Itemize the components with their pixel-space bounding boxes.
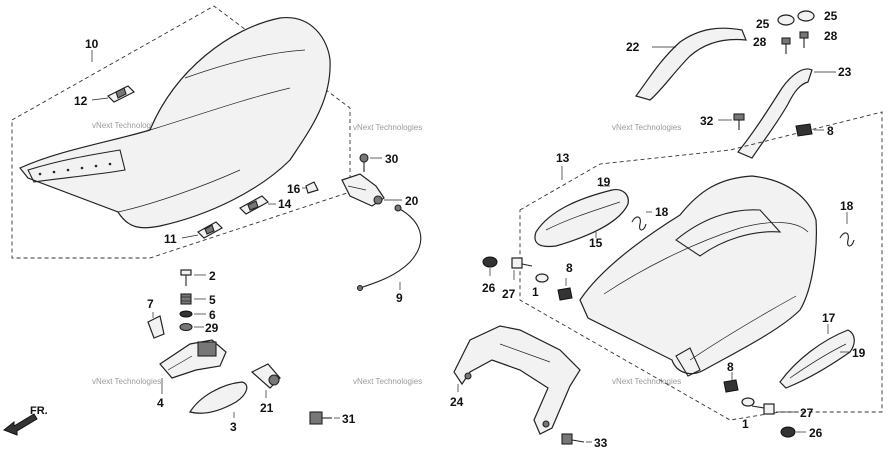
- bolt-31: [309, 411, 332, 425]
- label-12: 12: [74, 94, 88, 108]
- collar-1a: [535, 273, 549, 283]
- side-cover-17: [779, 329, 855, 389]
- seat-hook-12: [106, 85, 136, 103]
- bolt-30: [359, 153, 369, 172]
- bolt-2: [180, 269, 192, 286]
- label-31: 31: [342, 412, 356, 426]
- bracket-24: [453, 325, 581, 435]
- label-8c: 8: [727, 360, 734, 374]
- label-4: 4: [157, 396, 164, 410]
- rubber-8a: [795, 123, 813, 137]
- label-1b: 1: [742, 417, 749, 431]
- bolt-33: [561, 433, 585, 445]
- rubber-8c: [723, 379, 739, 393]
- label-19a: 19: [597, 175, 611, 189]
- label-5: 5: [209, 293, 216, 307]
- label-27a: 27: [502, 287, 516, 301]
- front-direction-label: FR.: [30, 405, 48, 417]
- label-18a: 18: [655, 205, 669, 219]
- collar-1b: [741, 397, 755, 407]
- label-6: 6: [209, 308, 216, 322]
- front-direction-arrow: [3, 413, 38, 436]
- cap-25a: [777, 14, 795, 26]
- label-11: 11: [164, 232, 177, 246]
- cap-25b: [797, 10, 815, 22]
- watermark: vNext Technologies: [353, 377, 422, 386]
- nut-26b: [780, 426, 796, 438]
- label-17: 17: [822, 311, 836, 325]
- label-2: 2: [209, 269, 216, 283]
- spring-18b: [839, 232, 855, 247]
- watermark: vNext Technologies: [353, 123, 422, 132]
- label-32: 32: [700, 114, 714, 128]
- label-1a: 1: [532, 285, 539, 299]
- label-8a: 8: [827, 124, 834, 138]
- clip-7: [147, 315, 165, 339]
- collar-29: [179, 322, 193, 332]
- label-3: 3: [230, 420, 237, 434]
- label-26b: 26: [809, 426, 823, 440]
- tool-case-15: [534, 189, 629, 248]
- spring-18a: [631, 216, 647, 231]
- label-7: 7: [147, 297, 154, 311]
- helmet-holder-4: [159, 339, 227, 379]
- seat-cable-9: [356, 204, 422, 292]
- cover-3: [189, 381, 248, 414]
- bolt-27b: [751, 403, 775, 415]
- seat-hook-11: [197, 221, 223, 239]
- rear-cowl-group-outline: [519, 111, 883, 421]
- nut-26a: [482, 256, 498, 268]
- grab-rail-22: [634, 27, 747, 101]
- label-28b: 28: [824, 29, 838, 43]
- label-27b: 27: [800, 406, 814, 420]
- bolt-28a: [781, 37, 791, 54]
- bolt-27a: [511, 257, 533, 269]
- label-15: 15: [589, 236, 603, 250]
- seat: [19, 17, 331, 229]
- watermark: vNext Technologies: [92, 377, 161, 386]
- label-29: 29: [205, 321, 219, 335]
- label-18b: 18: [840, 199, 854, 213]
- watermark: vNext Technologies: [92, 121, 161, 130]
- label-24: 24: [450, 395, 464, 409]
- grab-rail-23: [737, 68, 813, 159]
- rubber-8b: [557, 287, 573, 301]
- seat-hook-14: [239, 195, 269, 215]
- label-26a: 26: [482, 281, 496, 295]
- label-21: 21: [260, 401, 274, 415]
- label-22: 22: [626, 40, 640, 54]
- bolt-28b: [799, 31, 809, 48]
- key-cylinder-21: [250, 363, 281, 389]
- seat-lock-20: [341, 173, 385, 207]
- label-8b: 8: [566, 261, 573, 275]
- watermark: vNext Technologies: [612, 377, 681, 386]
- label-28a: 28: [753, 35, 767, 49]
- label-33: 33: [594, 436, 608, 450]
- watermark: vNext Technologies: [612, 123, 681, 132]
- label-20: 20: [405, 194, 419, 208]
- label-25a: 25: [756, 17, 770, 31]
- label-25b: 25: [824, 9, 838, 23]
- rear-cowl: [579, 175, 817, 377]
- label-16: 16: [287, 182, 301, 196]
- label-19b: 19: [852, 346, 866, 360]
- spring-5: [180, 293, 192, 305]
- label-30: 30: [385, 152, 399, 166]
- grommet-16: [305, 181, 319, 194]
- bolt-32: [733, 113, 745, 130]
- label-23: 23: [838, 65, 852, 79]
- label-13: 13: [556, 151, 570, 165]
- label-9: 9: [396, 291, 403, 305]
- label-10: 10: [85, 37, 99, 51]
- washer-6: [179, 310, 193, 318]
- label-14: 14: [278, 197, 292, 211]
